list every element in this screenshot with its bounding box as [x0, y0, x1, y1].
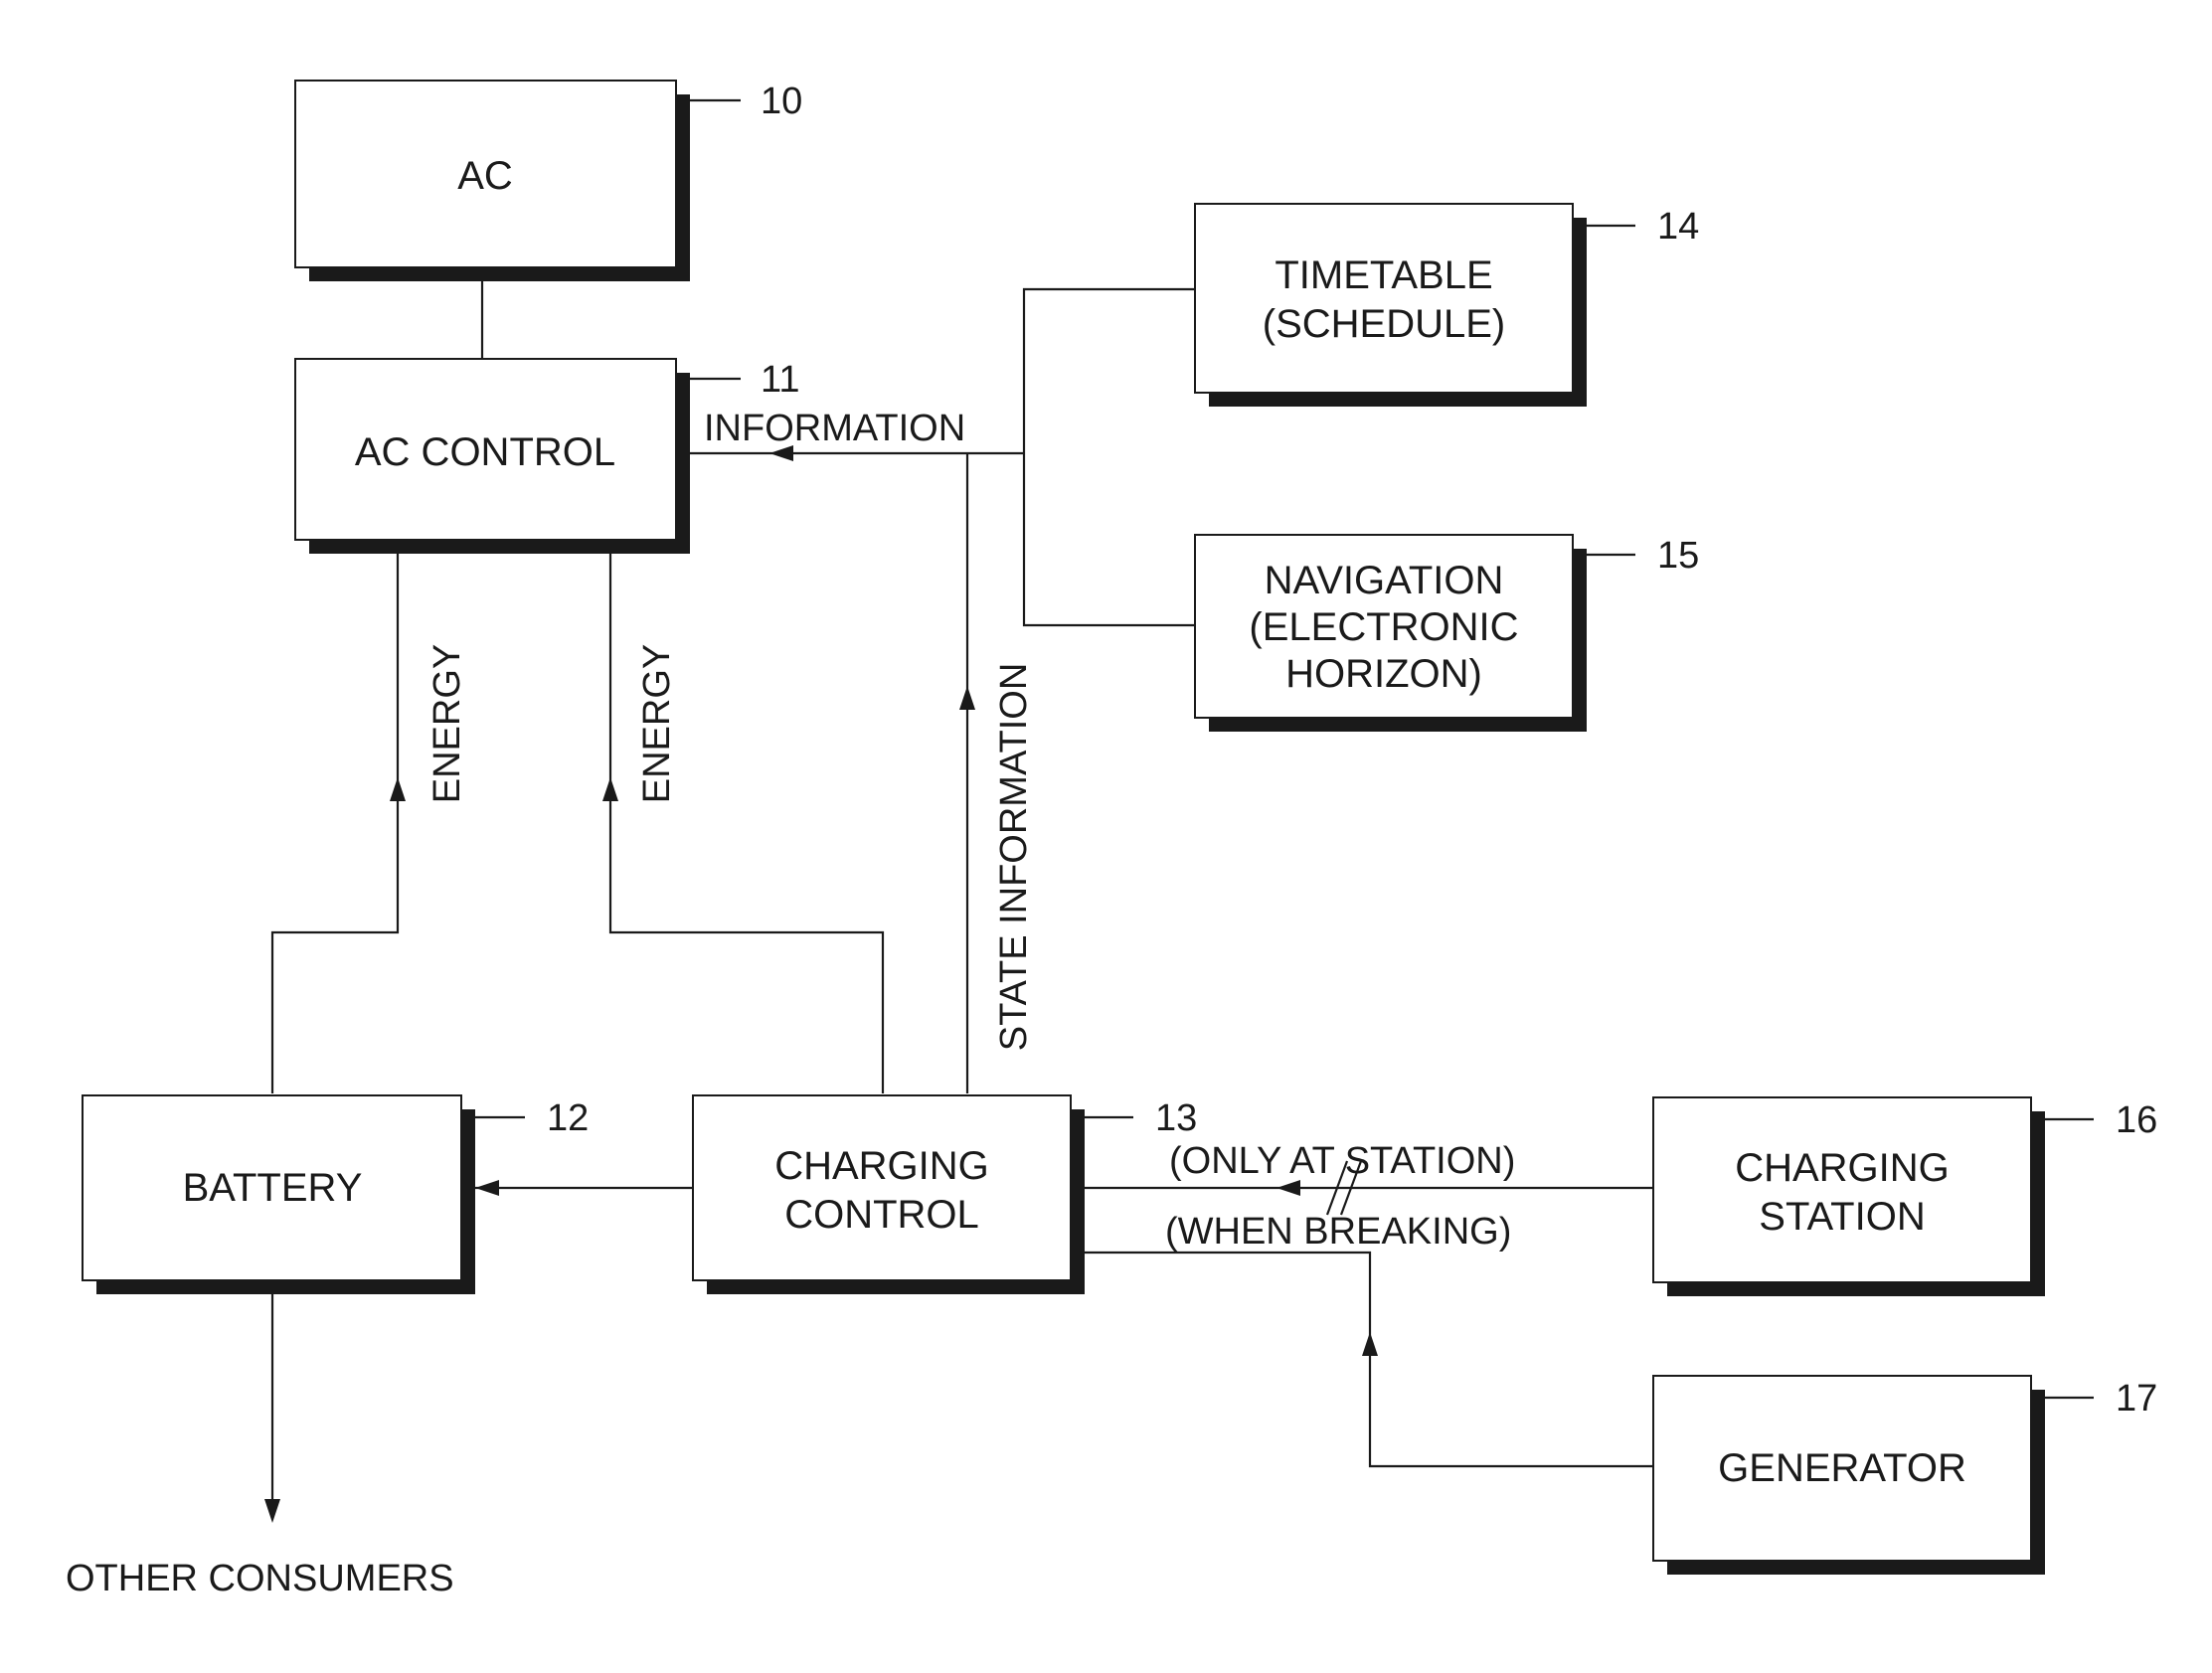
ref-number-12: 12	[547, 1097, 589, 1139]
block-charging-station: CHARGING STATION 16	[1653, 1097, 2157, 1296]
block-timetable-label-2: (SCHEDULE)	[1263, 302, 1505, 346]
block-charging-station-label-1: CHARGING	[1735, 1146, 1950, 1190]
block-battery: BATTERY 12	[83, 1095, 589, 1294]
wire-timetable-branch	[1024, 289, 1195, 625]
block-battery-label: BATTERY	[183, 1166, 363, 1210]
block-navigation-label-3: HORIZON)	[1285, 652, 1482, 696]
arrow-station	[1276, 1180, 1300, 1196]
arrow-generator	[1362, 1332, 1378, 1356]
ref-number-15: 15	[1657, 535, 1699, 577]
wire-battery-energy	[272, 554, 398, 1093]
ref-number-16: 16	[2116, 1099, 2157, 1141]
block-navigation-label-1: NAVIGATION	[1265, 559, 1504, 602]
label-when-breaking: (WHEN BREAKING)	[1165, 1211, 1511, 1253]
label-only-at-station: (ONLY AT STATION)	[1169, 1140, 1515, 1182]
block-ac-control-label: AC CONTROL	[355, 430, 615, 474]
arrow-to-battery	[475, 1180, 499, 1196]
ref-number-11: 11	[761, 359, 799, 401]
wire-charging-energy	[610, 554, 883, 1093]
block-timetable: TIMETABLE (SCHEDULE) 14	[1195, 204, 1699, 407]
block-charging-control-label-2: CONTROL	[784, 1193, 979, 1237]
block-generator-label: GENERATOR	[1718, 1446, 1966, 1490]
block-timetable-label-1: TIMETABLE	[1275, 253, 1492, 297]
ref-number-13: 13	[1155, 1097, 1197, 1139]
arrow-other-consumers	[264, 1499, 280, 1523]
block-navigation-label-2: (ELECTRONIC	[1249, 605, 1518, 649]
arrow-state-information	[959, 686, 975, 710]
label-information: INFORMATION	[704, 408, 965, 449]
arrow-energy-right	[602, 777, 618, 801]
block-ac: AC 10	[295, 81, 802, 281]
block-charging-control: CHARGING CONTROL 13	[693, 1095, 1197, 1294]
block-generator: GENERATOR 17	[1653, 1376, 2157, 1575]
block-charging-control-label-1: CHARGING	[774, 1144, 989, 1188]
label-state-information: STATE INFORMATION	[993, 663, 1035, 1052]
block-charging-station-label-2: STATION	[1759, 1195, 1925, 1239]
ref-number-10: 10	[761, 81, 802, 122]
block-ac-control: AC CONTROL 11	[295, 359, 799, 554]
block-ac-label: AC	[457, 154, 513, 198]
label-other-consumers: OTHER CONSUMERS	[66, 1558, 454, 1599]
ref-number-17: 17	[2116, 1378, 2157, 1420]
ref-number-14: 14	[1657, 206, 1699, 248]
label-energy-left: ENERGY	[426, 644, 468, 803]
label-energy-right: ENERGY	[636, 644, 678, 803]
block-navigation: NAVIGATION (ELECTRONIC HORIZON) 15	[1195, 535, 1699, 732]
arrow-energy-left	[390, 777, 406, 801]
wire-generator-to-charging	[1071, 1253, 1653, 1466]
